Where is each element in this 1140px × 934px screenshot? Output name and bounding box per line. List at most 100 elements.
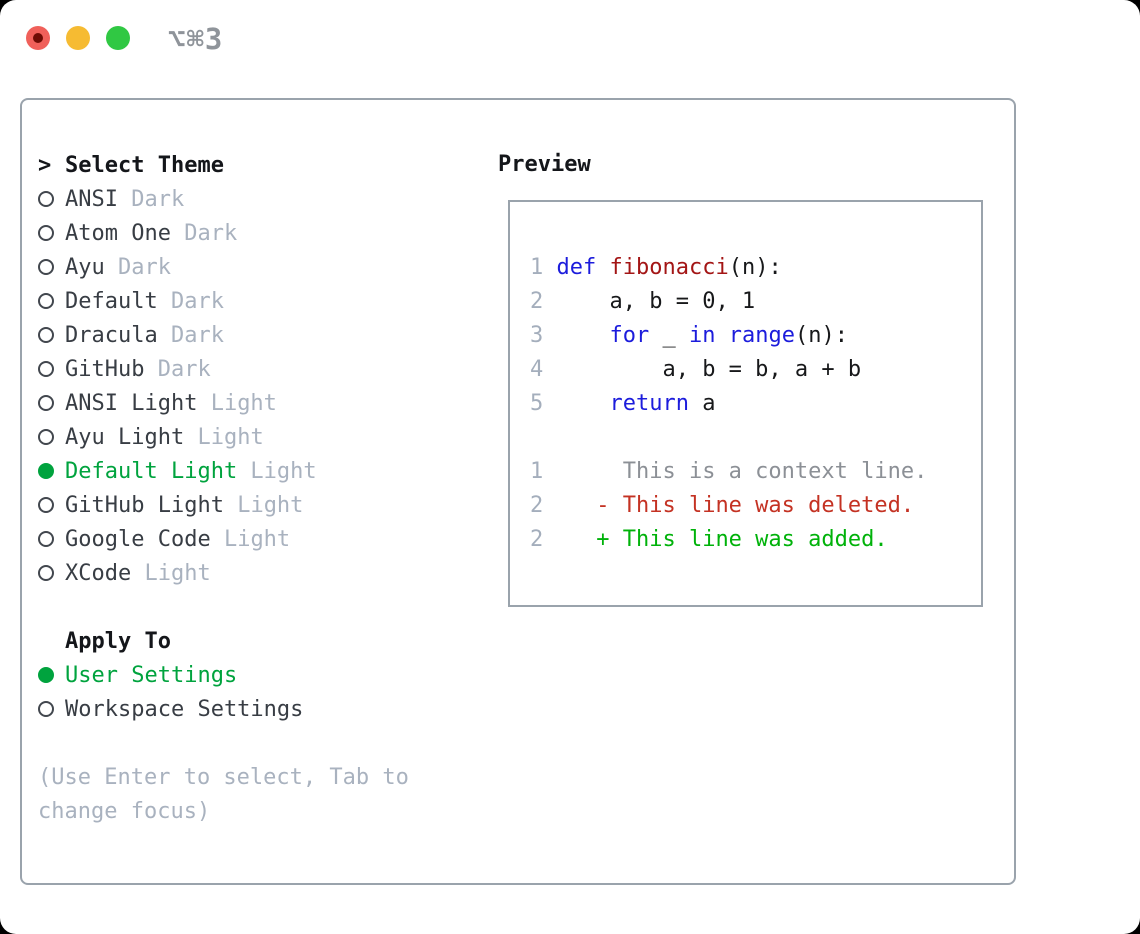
preview-line: 1 def fibonacci(n): xyxy=(530,251,981,285)
theme-name: Dracula xyxy=(65,322,158,348)
minimize-button[interactable] xyxy=(66,26,90,50)
theme-picker-header: > Select Theme xyxy=(38,148,409,182)
theme-option[interactable]: Dracula Dark xyxy=(38,318,409,352)
code-segment: fibonacci xyxy=(609,255,729,280)
zoom-button[interactable] xyxy=(106,26,130,50)
apply-option-name: Workspace Settings xyxy=(65,696,304,722)
preview-line: 2 - This line was deleted. xyxy=(530,489,981,523)
code-segment: This is a context line. xyxy=(556,459,928,484)
line-number: 1 xyxy=(530,459,557,484)
code-segment: a, b = b, a + b xyxy=(556,357,862,382)
theme-variant: Dark xyxy=(117,186,185,212)
hint-line: (Use Enter to select, Tab to xyxy=(38,764,409,790)
code-segment: + This line was added. xyxy=(556,527,888,552)
theme-option[interactable]: Ayu Dark xyxy=(38,250,409,284)
radio-icon xyxy=(38,191,54,207)
titlebar: ⌥⌘3 xyxy=(0,0,1140,76)
preview-line: 5 return a xyxy=(530,387,981,421)
theme-option[interactable]: ANSI Light Light xyxy=(38,386,409,420)
apply-option-name: User Settings xyxy=(65,662,238,688)
radio-marker xyxy=(38,395,65,411)
radio-marker xyxy=(38,361,65,377)
theme-option[interactable]: XCode Light xyxy=(38,556,409,590)
radio-icon xyxy=(38,361,54,377)
line-number: 2 xyxy=(530,527,557,552)
theme-variant: Light xyxy=(197,390,277,416)
theme-variant: Dark xyxy=(104,254,171,280)
radio-icon xyxy=(38,225,54,241)
code-segment: def xyxy=(556,255,597,280)
close-dot-icon xyxy=(33,33,43,43)
radio-icon xyxy=(38,531,54,547)
theme-name: GitHub xyxy=(65,356,145,382)
radio-marker xyxy=(38,701,65,717)
code-segment: (n): xyxy=(794,323,848,348)
radio-marker xyxy=(38,259,65,275)
code-segment: return xyxy=(609,391,689,416)
theme-variant: Light xyxy=(223,492,304,518)
radio-icon xyxy=(38,667,54,683)
code-segment: a, b = 0, 1 xyxy=(556,289,756,314)
radio-icon xyxy=(38,429,54,445)
theme-name: Ayu xyxy=(65,254,105,280)
code-segment: - This line was deleted. xyxy=(556,493,915,518)
theme-option[interactable]: Atom One Dark xyxy=(38,216,409,250)
hint-line: change focus) xyxy=(38,798,211,824)
radio-marker xyxy=(38,667,65,683)
theme-name: Default Light xyxy=(65,458,238,484)
preview-line: 2 a, b = 0, 1 xyxy=(530,285,981,319)
code-segment: (n): xyxy=(728,255,782,280)
theme-option[interactable]: Default Light Light xyxy=(38,454,409,488)
spacer xyxy=(38,590,409,624)
theme-variant: Dark xyxy=(157,322,224,348)
line-number: 1 xyxy=(530,255,557,280)
theme-name: Ayu Light xyxy=(65,424,185,450)
apply-to-header: Apply To xyxy=(38,624,409,658)
theme-name: ANSI Light xyxy=(65,390,198,416)
line-number: 3 xyxy=(530,323,557,348)
theme-variant: Light xyxy=(210,526,291,552)
code-segment xyxy=(596,255,609,280)
theme-option[interactable]: Default Dark xyxy=(38,284,409,318)
window-title: ⌥⌘3 xyxy=(168,22,224,56)
radio-marker xyxy=(38,429,65,445)
theme-variant: Dark xyxy=(157,288,224,314)
theme-picker-header-label: Select Theme xyxy=(65,152,224,178)
radio-icon xyxy=(38,259,54,275)
line-number: 4 xyxy=(530,357,557,382)
spacer xyxy=(38,726,409,760)
theme-variant: Light xyxy=(131,560,211,586)
theme-option[interactable]: ANSI Dark xyxy=(38,182,409,216)
theme-name: Default xyxy=(65,288,158,314)
preview-line: 4 a, b = b, a + b xyxy=(530,353,981,387)
preview-title: Preview xyxy=(498,152,591,177)
apply-option[interactable]: Workspace Settings xyxy=(38,692,409,726)
radio-icon xyxy=(38,327,54,343)
theme-name: Google Code xyxy=(65,526,211,552)
theme-variant: Light xyxy=(184,424,264,450)
line-number: 2 xyxy=(530,493,557,518)
theme-option[interactable]: Ayu Light Light xyxy=(38,420,409,454)
theme-option[interactable]: GitHub Dark xyxy=(38,352,409,386)
line-number xyxy=(530,425,543,450)
radio-icon xyxy=(38,463,54,479)
code-segment: _ xyxy=(649,323,689,348)
radio-marker xyxy=(38,531,65,547)
code-segment: in xyxy=(688,323,716,348)
preview-line xyxy=(530,421,981,455)
theme-variant: Light xyxy=(237,458,317,484)
theme-name: GitHub Light xyxy=(65,492,224,518)
cursor-caret-icon: > xyxy=(38,152,52,178)
apply-option[interactable]: User Settings xyxy=(38,658,409,692)
radio-marker xyxy=(38,191,65,207)
radio-marker xyxy=(38,225,65,241)
code-segment xyxy=(557,323,610,348)
theme-name: Atom One xyxy=(65,220,171,246)
theme-option[interactable]: Google Code Light xyxy=(38,522,409,556)
close-button[interactable] xyxy=(26,26,50,50)
theme-option[interactable]: GitHub Light Light xyxy=(38,488,409,522)
